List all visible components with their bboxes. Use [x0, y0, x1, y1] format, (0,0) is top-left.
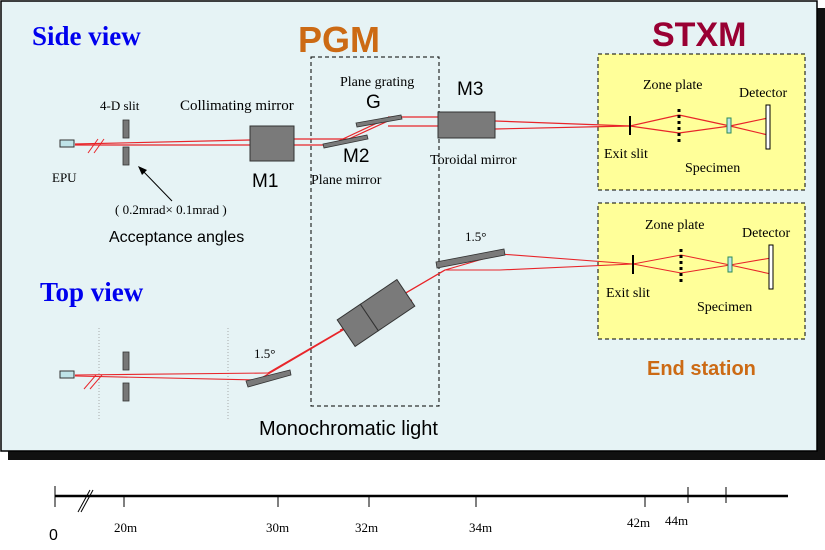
detector-top	[768, 244, 774, 290]
m1-mirror	[249, 125, 295, 162]
scale-label-42m: 42m	[627, 515, 650, 530]
acceptance-arrow	[141, 169, 173, 202]
monochromatic-label: Monochromatic light	[259, 418, 438, 440]
acceptance-label: Acceptance angles	[109, 229, 244, 246]
angle-label-2: 1.5°	[465, 229, 486, 244]
scale-label-30m: 30m	[266, 520, 289, 535]
distance-scale: 0 20m 30m 32m 34m 42m 44m	[49, 486, 788, 544]
m1-mirror-top	[245, 369, 292, 388]
collimating-mirror-label: Collimating mirror	[180, 98, 294, 114]
m2-label: M2	[343, 146, 369, 167]
pgm-title: PGM	[298, 19, 380, 60]
scale-label-20m: 20m	[114, 520, 137, 535]
zone-plate-label-top: Zone plate	[645, 218, 704, 233]
end-station-title: End station	[647, 358, 756, 380]
specimen-side	[726, 117, 732, 134]
angle-label-1: 1.5°	[254, 346, 275, 361]
side-break-mark	[87, 138, 105, 154]
slit-lower-blade-top	[122, 382, 130, 402]
m3-mirror	[437, 111, 496, 139]
exit-slit-side	[629, 116, 631, 135]
scale-break-mark	[77, 489, 94, 513]
stxm-title: STXM	[652, 16, 746, 54]
specimen-label-top: Specimen	[697, 300, 752, 315]
slit-label: 4-D slit	[100, 98, 140, 113]
epu-source	[59, 139, 75, 148]
scale-label-0: 0	[49, 527, 58, 544]
grating	[355, 114, 403, 128]
arrow-head-icon	[138, 166, 147, 175]
epu-label: EPU	[52, 170, 77, 185]
m3-label: M3	[457, 79, 483, 100]
exit-slit-label-top: Exit slit	[606, 286, 650, 301]
side-view-title: Side view	[32, 21, 141, 51]
scale-label-44m: 44m	[665, 513, 688, 528]
toroidal-mirror-label: Toroidal mirror	[430, 153, 517, 168]
top-view-group: 1.5° 1.5° Monochromatic light Zone plate…	[59, 218, 791, 440]
detector-label-top: Detector	[742, 226, 791, 241]
pgm-block-top	[336, 278, 416, 348]
plane-mirror-label: Plane mirror	[311, 173, 382, 188]
g-label: G	[366, 92, 381, 113]
m2-mirror	[322, 134, 369, 149]
pgm-box	[310, 56, 440, 407]
exit-slit-label-side: Exit slit	[604, 147, 648, 162]
m1-label: M1	[252, 171, 278, 192]
plane-grating-label: Plane grating	[340, 75, 414, 90]
top-break-mark	[83, 374, 103, 390]
slit-lower-blade	[122, 146, 130, 166]
specimen-top	[727, 256, 733, 273]
slit-upper-blade-top	[122, 351, 130, 371]
exit-slit-top	[632, 255, 634, 274]
side-view-group: EPU 4-D slit ( 0.2mrad× 0.1mrad ) Accept…	[52, 75, 788, 246]
scale-label-32m: 32m	[355, 520, 378, 535]
m3-mirror-top	[435, 248, 506, 269]
zone-plate-label-side: Zone plate	[643, 78, 702, 93]
acceptance-value: ( 0.2mrad× 0.1mrad )	[115, 202, 227, 217]
epu-source-top	[59, 370, 75, 379]
detector-label-side: Detector	[739, 86, 788, 101]
top-view-title: Top view	[40, 277, 144, 307]
specimen-label-side: Specimen	[685, 161, 740, 176]
detector-side	[765, 104, 771, 150]
mirror-block	[359, 278, 416, 332]
scale-label-34m: 34m	[469, 520, 492, 535]
slit-upper-blade	[122, 119, 130, 139]
